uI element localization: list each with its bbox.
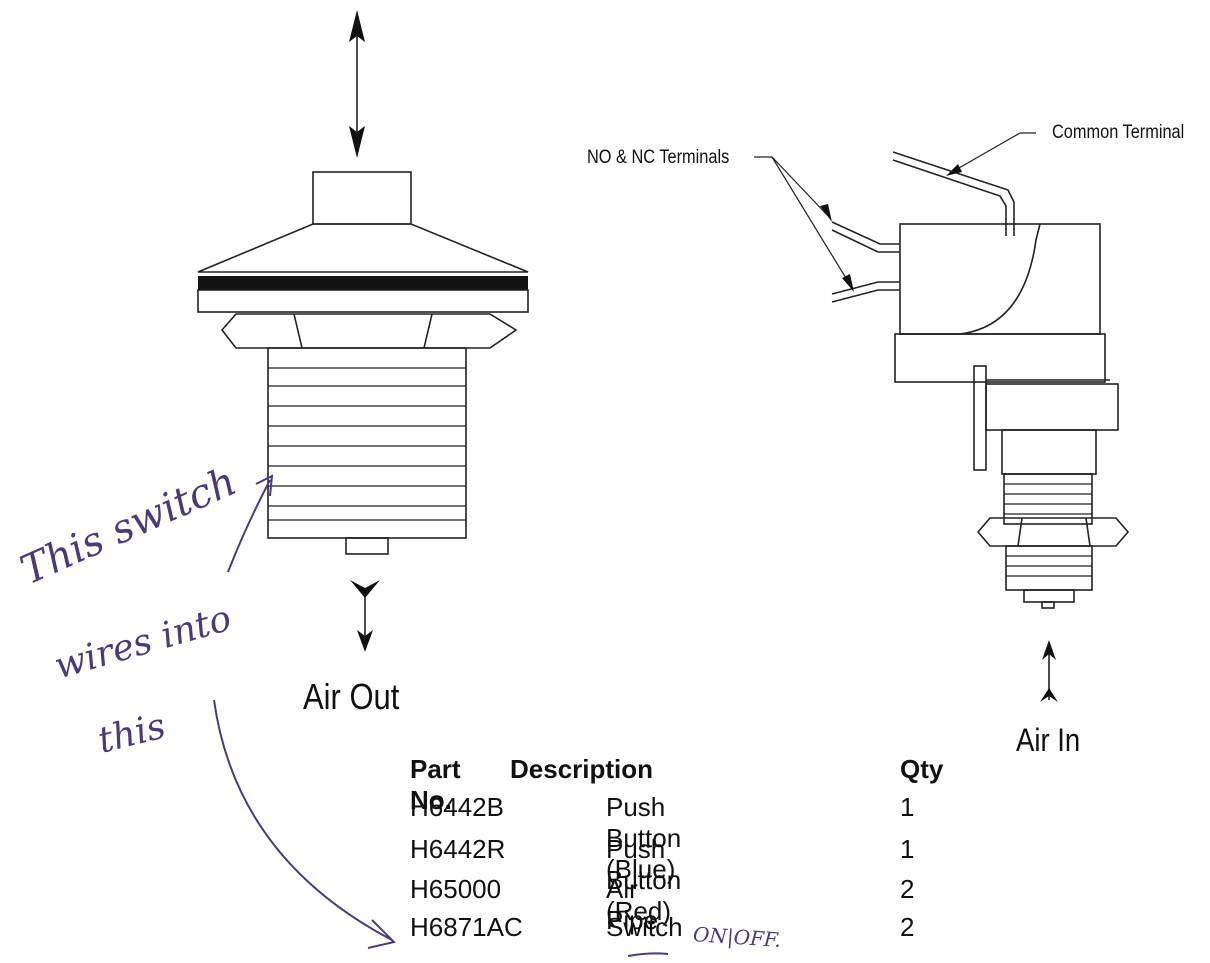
air-inlet-port [1041, 601, 1055, 609]
qty-cell: 1 [900, 792, 915, 822]
header-description: Description [510, 754, 654, 784]
arrow-up-icon [349, 10, 365, 42]
switch-thread [1003, 473, 1093, 525]
header-part-no: Part No. [410, 754, 461, 815]
qty-cell: 2 [900, 874, 915, 904]
threaded-body [267, 347, 467, 539]
common-terminal-lead [892, 151, 1015, 236]
no-nc-leader-line [754, 156, 831, 219]
push-button-assembly [197, 10, 529, 652]
air-out-label: Air Out [303, 676, 400, 717]
common-terminal-leader-line [951, 132, 1036, 173]
part-no-cell: H6871AC [410, 912, 523, 942]
description-cell: Switch [606, 912, 683, 942]
air-in-label: Air In [1016, 722, 1081, 758]
button-cap [312, 171, 412, 225]
handwritten-arrow-up [227, 479, 271, 573]
header-qty: Qty [900, 754, 944, 784]
button-flange [197, 289, 529, 313]
qty-cell: 2 [900, 912, 915, 942]
description-cell: Air Pipe [606, 874, 659, 935]
no-nc-terminal-leads [831, 281, 900, 295]
arrow-down-icon [349, 126, 365, 158]
handwritten-arrow-to-switch [213, 699, 393, 941]
button-bezel [197, 223, 529, 273]
part-no-cell: H6442R [410, 834, 506, 864]
qty-cell: 1 [900, 834, 915, 864]
air-outlet-stem [345, 537, 389, 555]
switch-hex-nut [976, 517, 1130, 547]
part-no-cell: H65000 [410, 874, 502, 904]
no-nc-terminals-label: NO & NC Terminals [587, 147, 730, 168]
pneumatic-switch-assembly [831, 151, 1130, 702]
description-cell: Push Button (Red) [606, 834, 682, 926]
hex-nut [220, 313, 518, 349]
button-gasket [198, 276, 528, 290]
part-no-cell: H6442B [410, 792, 504, 822]
handwritten-underline [627, 952, 669, 957]
description-cell: Push Button (Blue) [606, 792, 682, 884]
common-terminal-label: Common Terminal [1052, 122, 1185, 143]
